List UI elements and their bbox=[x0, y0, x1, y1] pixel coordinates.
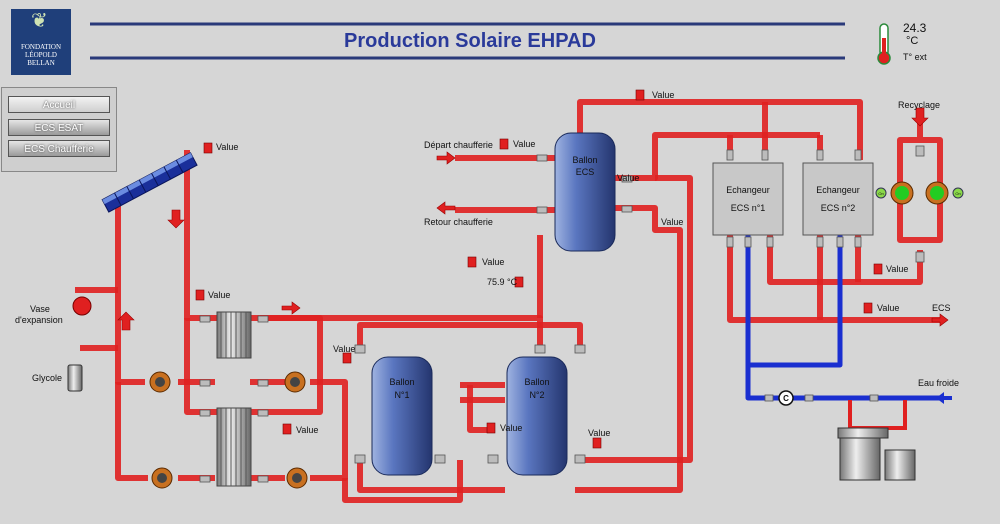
expansion-vessel-icon bbox=[72, 296, 92, 316]
sensor-icon bbox=[195, 89, 883, 449]
label-glycole: Glycole bbox=[32, 373, 62, 383]
valve-marker-icon bbox=[199, 145, 925, 483]
logo-line-3: BELLAN bbox=[27, 59, 55, 67]
label-vase: Vase bbox=[30, 304, 50, 314]
label-ballon1-1: Ballon bbox=[389, 377, 414, 387]
sensor-value-depart: Value bbox=[513, 139, 535, 149]
label-echangeur2-1: Echangeur bbox=[816, 185, 860, 195]
flow-arrows bbox=[117, 107, 949, 331]
label-echangeur2-2: ECS n°2 bbox=[821, 203, 856, 213]
logo-line-2: LÉOPOLD bbox=[25, 51, 57, 59]
solar-panel-icon bbox=[101, 152, 198, 213]
label-recyclage: Recyclage bbox=[898, 100, 940, 110]
thermometer-icon bbox=[877, 23, 891, 65]
cold-arrow bbox=[936, 392, 952, 404]
pump-on-label-left: On bbox=[878, 191, 883, 196]
tank-ballon-ecs bbox=[554, 132, 616, 252]
label-ballon1-2: N°1 bbox=[394, 390, 409, 400]
tree-logo-icon: ❦ bbox=[31, 10, 48, 32]
sensor-value-ballon1: Value bbox=[333, 344, 355, 354]
sensor-value-ecs-2: Value bbox=[661, 217, 683, 227]
sensor-value-ballons: Value bbox=[500, 423, 522, 433]
sensor-value-ecs-1: Value bbox=[617, 173, 639, 183]
label-retour: Retour chaufferie bbox=[424, 217, 493, 227]
counter-label: C bbox=[783, 394, 789, 403]
label-eau-froide: Eau froide bbox=[918, 378, 959, 388]
label-expansion: d'expansion bbox=[15, 315, 63, 325]
cold-pipes bbox=[745, 235, 940, 401]
label-ballon2-2: N°2 bbox=[529, 390, 544, 400]
outdoor-temperature-value: 24.3 bbox=[903, 21, 927, 35]
logo-line-1: FONDATION bbox=[20, 43, 62, 51]
nav-button-ecs-chaufferie[interactable]: ECS Chaufferie bbox=[8, 140, 110, 157]
label-depart: Départ chaufferie bbox=[424, 140, 493, 150]
fondation-logo: ❦ FONDATION LÉOPOLD BELLAN bbox=[11, 9, 71, 75]
sensor-value-ballon2: Value bbox=[588, 428, 610, 438]
cold-water-tank-icon bbox=[837, 400, 916, 481]
label-echangeur1-2: ECS n°1 bbox=[731, 203, 766, 213]
label-ballon2-1: Ballon bbox=[524, 377, 549, 387]
outdoor-temperature-unit: °C bbox=[906, 35, 919, 47]
label-ballon-ecs-1: Ballon bbox=[572, 155, 597, 165]
sensor-value-recyclage: Value bbox=[886, 264, 908, 274]
label-temp-ballon: 75.9 °C bbox=[487, 277, 518, 287]
label-ecs: ECS bbox=[932, 303, 951, 313]
sensor-value-solar: Value bbox=[216, 142, 238, 152]
sensor-value-solar-2: Value bbox=[208, 290, 230, 300]
tank-ballon-1 bbox=[371, 356, 433, 476]
page-title: Production Solaire EHPAD bbox=[344, 30, 596, 52]
pump-icon bbox=[149, 371, 308, 489]
plate-exchanger-icon bbox=[216, 311, 252, 487]
nav-button-accueil[interactable]: Accueil bbox=[8, 96, 110, 113]
label-echangeur1-1: Echangeur bbox=[726, 185, 770, 195]
counter-icon bbox=[778, 390, 794, 406]
recyclage-pump-icon bbox=[875, 181, 964, 205]
pump-on-label-right: On bbox=[955, 191, 960, 196]
sensor-value-exchanger: Value bbox=[296, 425, 318, 435]
glycol-tank-icon bbox=[67, 364, 83, 392]
nav-button-ecs-esat[interactable]: ECS ESAT bbox=[8, 119, 110, 136]
sensor-value-ecs: Value bbox=[877, 303, 899, 313]
label-ballon-ecs-2: ECS bbox=[576, 167, 595, 177]
sensor-value-retour: Value bbox=[482, 257, 504, 267]
outdoor-temperature-label: T° ext bbox=[903, 52, 927, 62]
echangeur-1-box bbox=[712, 162, 784, 236]
echangeur-2-box bbox=[802, 162, 874, 236]
sensor-value-top: Value bbox=[652, 90, 674, 100]
tank-ballon-2 bbox=[506, 356, 568, 476]
